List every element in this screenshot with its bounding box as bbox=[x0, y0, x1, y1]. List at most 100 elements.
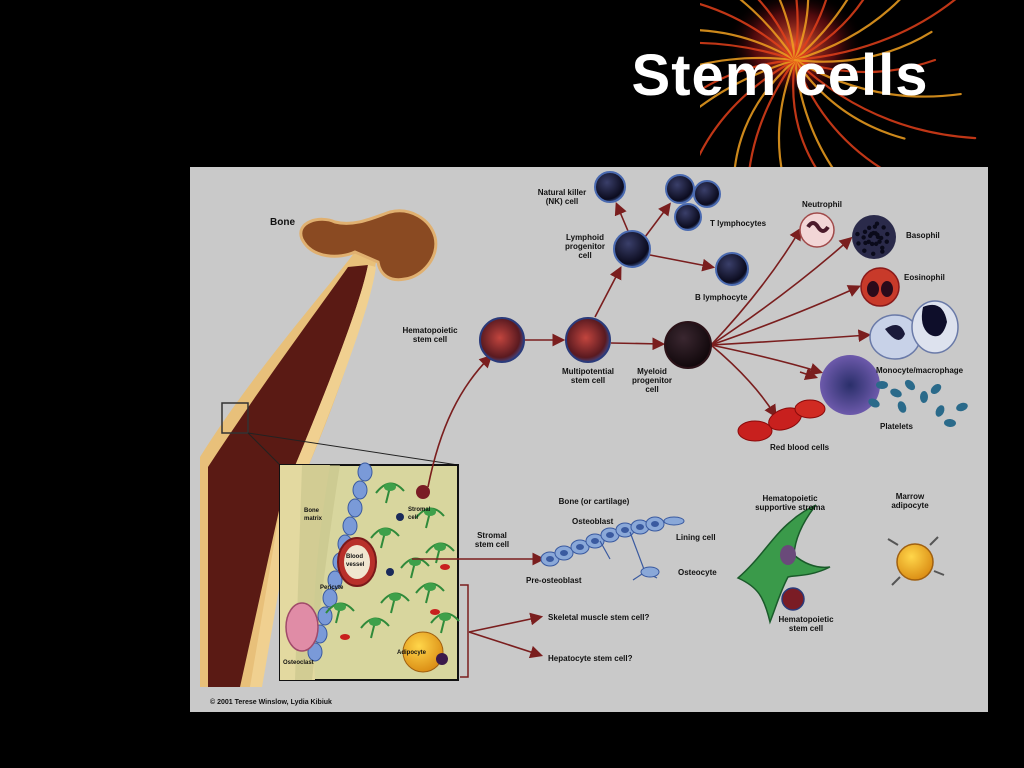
lineage-arrow bbox=[644, 202, 671, 238]
platelet bbox=[890, 388, 902, 398]
basophil-granule bbox=[867, 233, 873, 238]
label-hsc-1: Hematopoietic bbox=[402, 326, 458, 335]
firework-ray bbox=[700, 41, 797, 62]
osteoblast-cell bbox=[307, 642, 323, 662]
lineage-arrow bbox=[468, 612, 544, 633]
t-lymphocyte bbox=[665, 174, 695, 204]
basophil-granule bbox=[861, 235, 866, 240]
red-cell bbox=[430, 609, 440, 615]
firework-decoration bbox=[700, 0, 977, 230]
firework-ray bbox=[793, 0, 849, 62]
label-hsc-2: stem cell bbox=[413, 335, 447, 344]
basophil-granule bbox=[877, 239, 882, 244]
firework-ray bbox=[700, 58, 797, 109]
stromal-cell bbox=[434, 543, 446, 551]
label-b-lymph: B lymphocyte bbox=[695, 293, 748, 302]
stromal-cell bbox=[379, 528, 391, 536]
label-hsc2-2: stem cell bbox=[789, 624, 823, 633]
label-osteoclast: Osteoclast bbox=[283, 660, 314, 666]
basophil-granule bbox=[873, 241, 879, 247]
lineage-arrows bbox=[412, 202, 872, 659]
osteoblast-cell bbox=[327, 570, 343, 590]
label-lymphoid-1: Lymphoid bbox=[566, 233, 604, 242]
basophil-granule bbox=[874, 221, 880, 226]
label-blood-vessel-2: vessel bbox=[346, 562, 365, 568]
adipocyte-inset bbox=[402, 631, 444, 673]
lymphoid-progenitor bbox=[613, 230, 651, 268]
osteoblast-cell bbox=[347, 498, 363, 518]
lineage-arrow bbox=[468, 631, 544, 659]
marrow-adipocyte-cell bbox=[896, 543, 934, 581]
osteoblast-cell bbox=[322, 588, 338, 608]
label-osteocyte: Osteocyte bbox=[678, 568, 717, 577]
osteoblast-nucleus bbox=[621, 527, 629, 533]
platelet bbox=[919, 391, 929, 403]
basophil-granule bbox=[878, 235, 884, 241]
label-hepatocyte: Hepatocyte stem cell? bbox=[548, 654, 633, 663]
stromal-network bbox=[325, 482, 460, 641]
lineage-arrow bbox=[610, 337, 666, 351]
stromal-cell bbox=[424, 508, 436, 516]
osteoblast-nucleus bbox=[651, 521, 659, 527]
basophil-granule bbox=[856, 241, 861, 246]
lining-cell bbox=[663, 516, 685, 526]
osteoblast-nucleus bbox=[560, 550, 568, 556]
osteoblast-nucleus bbox=[591, 538, 599, 544]
basophil-granule bbox=[885, 231, 890, 237]
red-cell bbox=[440, 564, 450, 570]
label-bone-matrix-2: matrix bbox=[304, 516, 323, 522]
platelets-cluster bbox=[868, 379, 968, 428]
firework-ray bbox=[757, 0, 797, 62]
label-platelets: Platelets bbox=[880, 422, 913, 431]
firework-ray bbox=[793, 58, 962, 98]
firework-ray bbox=[793, 30, 933, 63]
osteocyte-process bbox=[599, 531, 658, 581]
stromal-cell bbox=[384, 483, 396, 491]
lineage-arrow bbox=[710, 344, 777, 418]
firework-ray bbox=[793, 0, 810, 62]
basophil-granule bbox=[880, 245, 885, 250]
lineage-arrow bbox=[710, 236, 853, 346]
firework-ray bbox=[700, 29, 797, 62]
label-bone-cartilage: Bone (or cartilage) bbox=[559, 497, 630, 506]
firework-ray bbox=[739, 0, 797, 62]
label-adipocyte: Adipocyte bbox=[397, 650, 427, 656]
firework-ray bbox=[793, 0, 799, 62]
firework-ray bbox=[793, 0, 828, 62]
hematopoietic-stem-cell-small bbox=[781, 587, 805, 611]
slide-title: Stem cells bbox=[631, 43, 929, 108]
platelet bbox=[935, 405, 945, 417]
firework-ray bbox=[793, 58, 977, 140]
firework-ray bbox=[700, 56, 797, 66]
stromal-cell bbox=[389, 593, 401, 601]
red-blood-cell bbox=[794, 399, 826, 419]
label-t-lymph: T lymphocytes bbox=[710, 219, 767, 228]
osteoblast-nucleus bbox=[636, 524, 644, 530]
platelet bbox=[897, 401, 907, 413]
basophil-granule bbox=[862, 229, 868, 234]
myeloid-progenitor bbox=[664, 321, 712, 369]
label-pericyte: Pericyte bbox=[320, 585, 344, 591]
stem-cell-diagram: Bone Hematopoietic stem cell Multipotent… bbox=[200, 171, 968, 706]
platelet bbox=[944, 418, 956, 428]
basophil-granule bbox=[881, 225, 886, 230]
label-eosinophil: Eosinophil bbox=[904, 273, 945, 282]
label-stroma-1: Hematopoietic bbox=[762, 494, 818, 503]
marrow-cell bbox=[386, 568, 394, 576]
firework-ray bbox=[733, 58, 797, 175]
stromal-cell bbox=[409, 558, 421, 566]
label-stromal-stem-1: Stromal bbox=[477, 531, 507, 540]
red-blood-cell bbox=[737, 420, 773, 442]
label-bone: Bone bbox=[270, 217, 295, 228]
firework-ray bbox=[700, 2, 797, 62]
stromal-cell bbox=[439, 613, 451, 621]
firework-ray bbox=[700, 58, 797, 157]
lineage-arrow bbox=[710, 285, 861, 346]
label-lymphoid-3: cell bbox=[578, 251, 591, 260]
lineage-arrow bbox=[799, 367, 819, 381]
label-lining-cell: Lining cell bbox=[676, 533, 716, 542]
label-myeloid-2: progenitor bbox=[632, 376, 672, 385]
platelet bbox=[868, 398, 880, 408]
platelet bbox=[930, 384, 942, 394]
